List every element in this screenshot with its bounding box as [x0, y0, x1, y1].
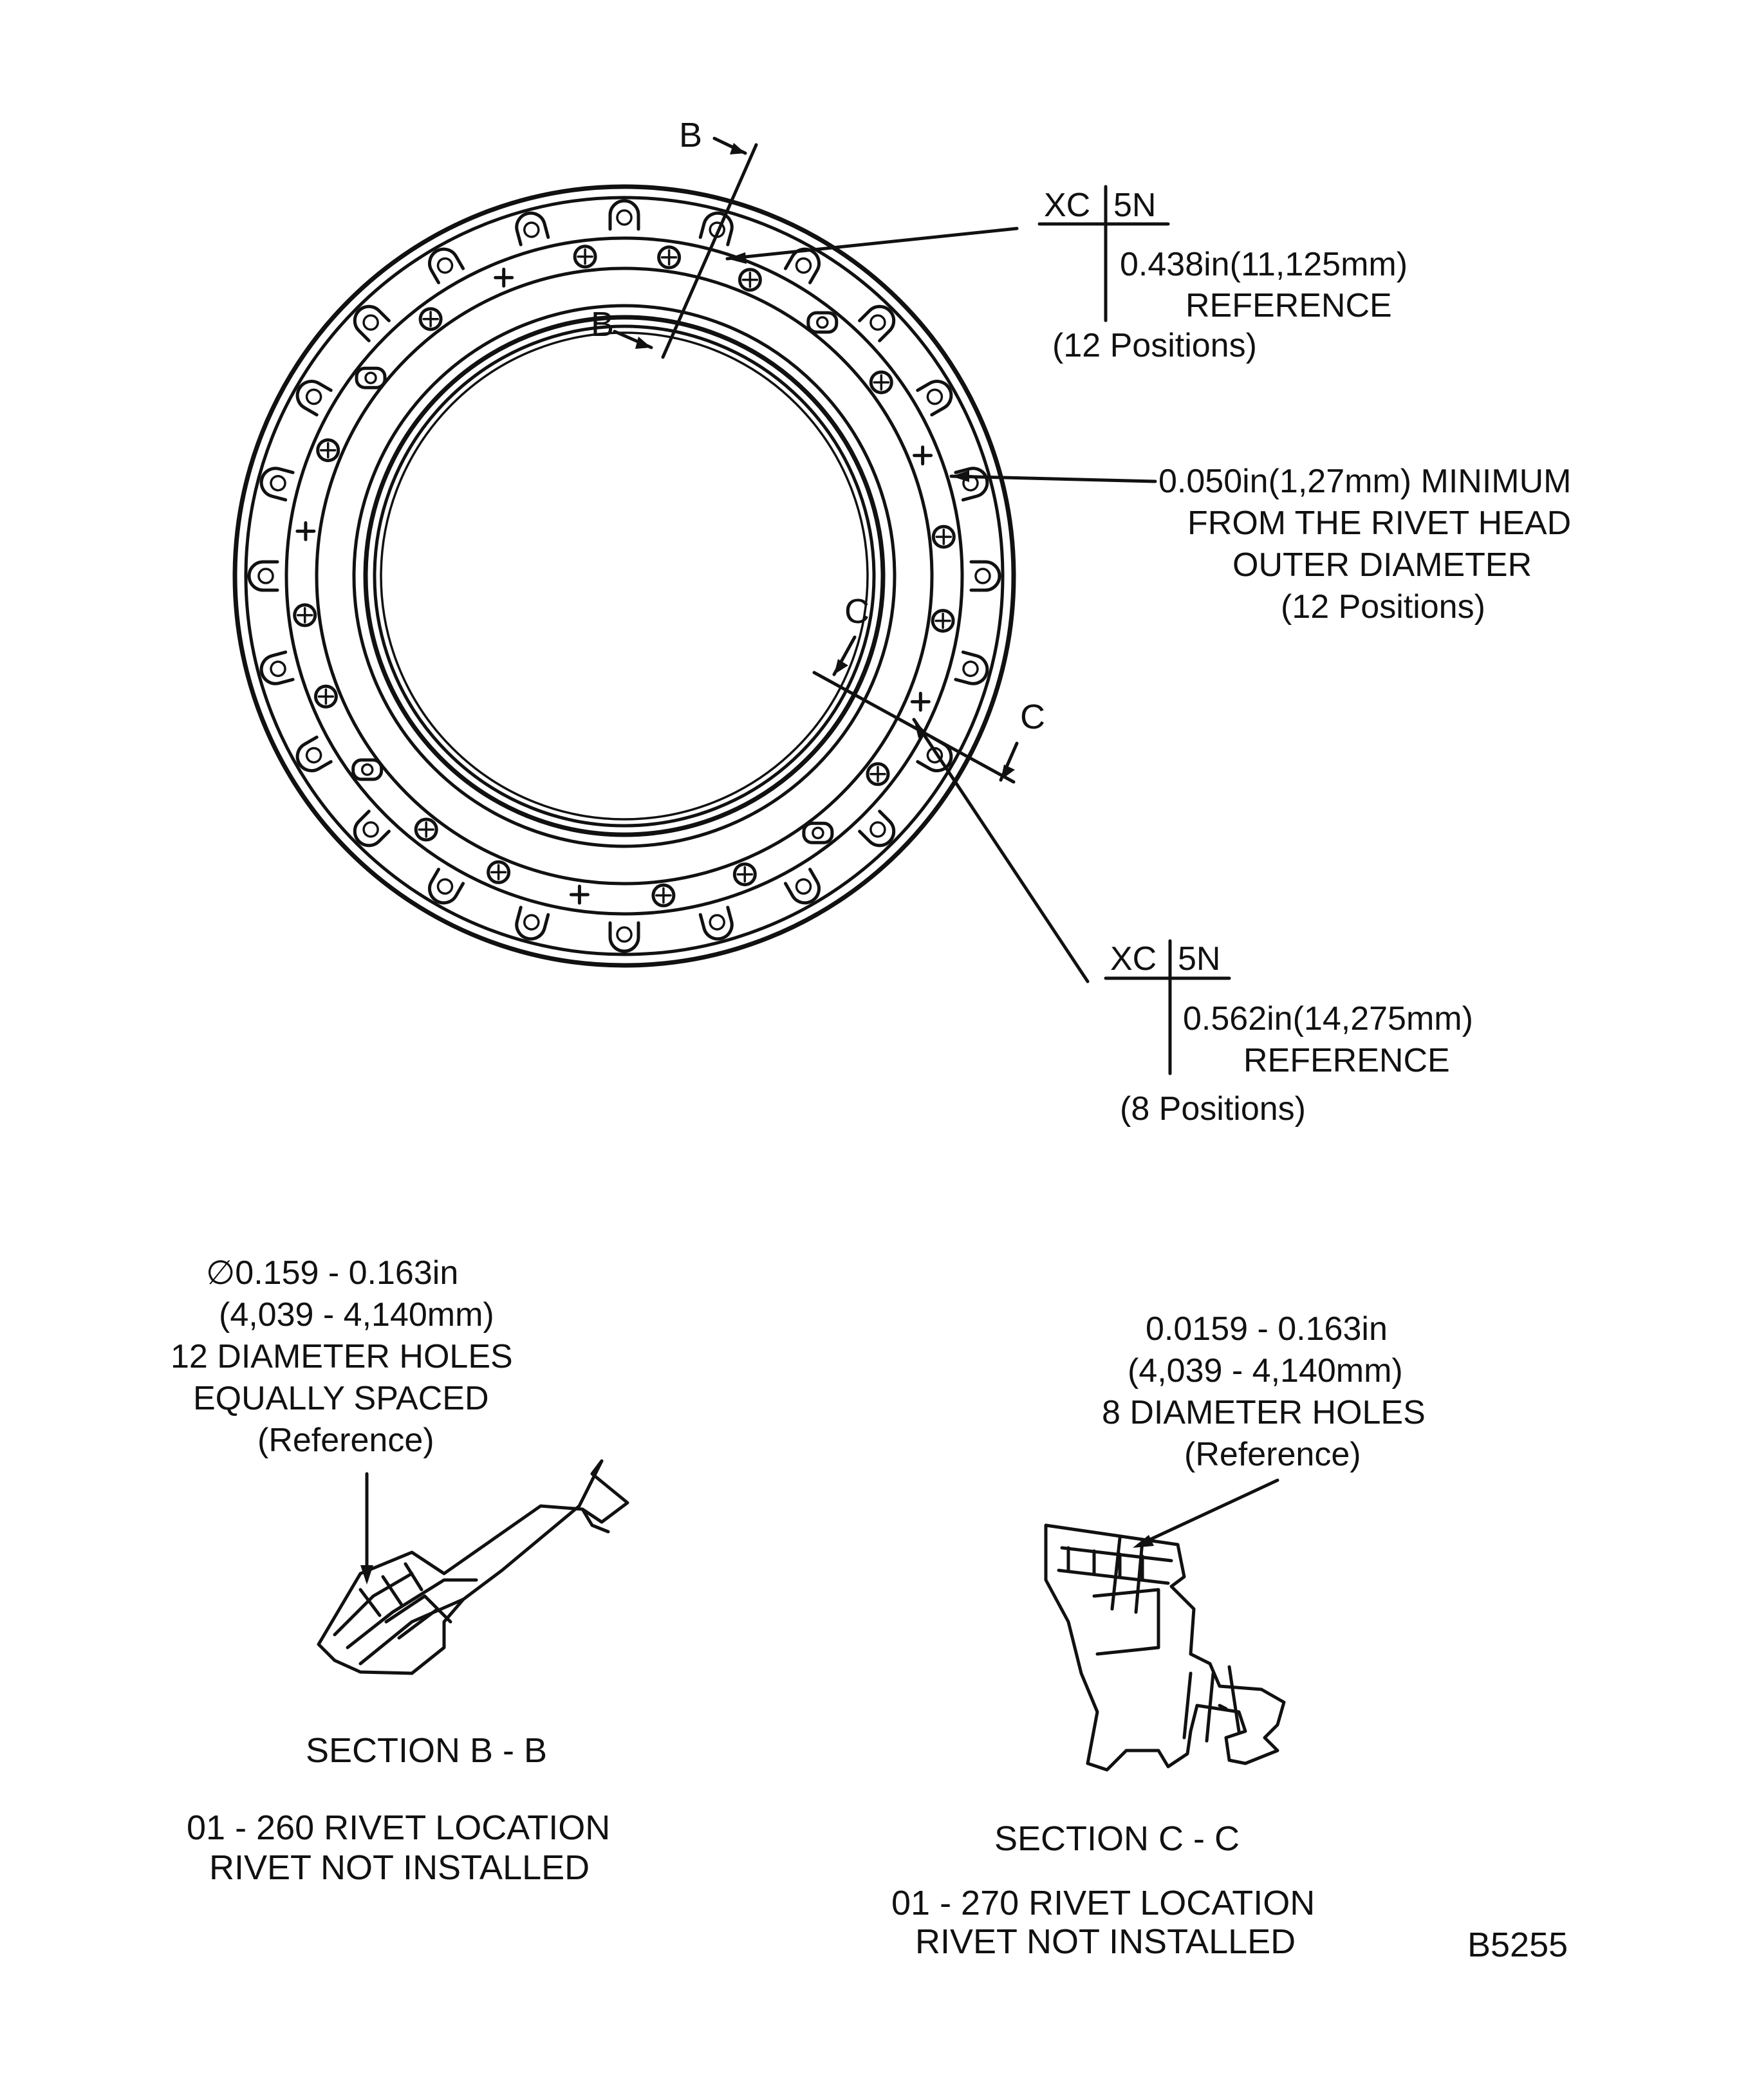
section-mark-c-right: C — [1020, 698, 1045, 736]
outer-lug — [698, 211, 734, 246]
section-b-profile — [317, 1459, 629, 1675]
outer-lug — [428, 868, 465, 905]
rivet-hole — [866, 762, 890, 786]
outer-lug — [916, 380, 953, 417]
xc8-reference-note: REFERENCE — [1243, 1042, 1450, 1079]
section-cut-c: C C — [812, 592, 1045, 784]
section-b-hole-line3: 12 DIAMETER HOLES — [171, 1338, 513, 1375]
section-b-hole-line4: EQUALLY SPACED — [193, 1380, 489, 1417]
outer-lug — [858, 304, 896, 342]
outer-lug — [969, 560, 1001, 592]
rivet-hole — [418, 307, 443, 331]
rivet-hole — [931, 525, 956, 549]
outer-lug — [954, 467, 989, 502]
xc-positions: (12 Positions) — [1052, 327, 1257, 364]
figure-id: B5255 — [1467, 1926, 1568, 1964]
section-c-caption-line2: RIVET NOT INSTALLED — [915, 1922, 1296, 1961]
section-b-b: ∅0.159 - 0.163in (4,039 - 4,140mm) 12 DI… — [171, 1254, 629, 1887]
rivet-cross — [913, 445, 933, 466]
rivet-hole — [316, 438, 340, 463]
section-c-profile — [1044, 1523, 1286, 1772]
rivet-slot — [351, 758, 384, 781]
section-c-c: 0.0159 - 0.163in (4,039 - 4,140mm) 8 DIA… — [891, 1310, 1426, 1961]
outer-lug — [515, 906, 550, 941]
callout-xc-12-positions: XC 5N 0.438in(11,125mm) REFERENCE (12 Po… — [725, 185, 1408, 364]
outer-lug — [858, 810, 896, 848]
rivet-hole — [732, 862, 757, 887]
section-b-title: SECTION B - B — [306, 1731, 547, 1770]
rivet-hole — [414, 817, 438, 842]
outer-lug — [353, 304, 391, 342]
rivet-cross — [494, 267, 514, 288]
rivet-slot — [806, 311, 839, 334]
outer-lug — [259, 650, 295, 685]
rivet-hole — [293, 603, 317, 627]
outer-lug — [608, 199, 640, 231]
ring-plan-view — [232, 184, 1016, 968]
section-cut-b: B B — [591, 116, 758, 359]
min-distance-line2: FROM THE RIVET HEAD — [1187, 505, 1571, 542]
section-b-caption-line2: RIVET NOT INSTALLED — [209, 1848, 590, 1887]
xc8-dimension: 0.562in(14,275mm) — [1183, 1000, 1473, 1037]
outer-lug — [295, 380, 333, 417]
rivet-hole — [931, 609, 955, 633]
rivet-slot — [355, 366, 387, 389]
rivet-hole — [573, 245, 597, 269]
xc8-code-left: XC — [1110, 940, 1157, 978]
outer-lug — [295, 735, 333, 772]
section-mark-c-left: C — [844, 592, 869, 631]
rivet-hole — [313, 684, 338, 709]
section-b-caption-line1: 01 - 260 RIVET LOCATION — [187, 1808, 610, 1847]
section-c-hole-line4: (Reference) — [1184, 1436, 1361, 1473]
section-mark-b-top: B — [679, 116, 702, 154]
rivet-hole — [869, 370, 893, 395]
rivet-hole — [657, 245, 682, 270]
rivet-cross — [295, 521, 316, 541]
callout-xc-8-positions: XC 5N 0.562in(14,275mm) REFERENCE (8 Pos… — [912, 718, 1473, 1128]
rivet-hole — [487, 860, 511, 884]
xc-reference-note: REFERENCE — [1185, 287, 1392, 324]
outer-lug — [783, 868, 821, 905]
rivet-slot — [802, 821, 834, 844]
rivet-hole — [738, 268, 762, 292]
xc-dimension: 0.438in(11,125mm) — [1120, 246, 1408, 283]
xc8-positions: (8 Positions) — [1120, 1090, 1306, 1128]
callout-minimum-distance: 0.050in(1,27mm) MINIMUM FROM THE RIVET H… — [949, 463, 1571, 626]
inner-rivet-holes — [293, 245, 956, 907]
rivet-cross — [569, 884, 590, 905]
outer-lug — [515, 211, 550, 246]
section-c-hole-line2: (4,039 - 4,140mm) — [1128, 1352, 1403, 1389]
section-c-hole-line3: 8 DIAMETER HOLES — [1102, 1394, 1426, 1431]
outer-lug — [247, 560, 279, 592]
outer-rivet-lugs — [247, 199, 1001, 953]
section-c-hole-line1: 0.0159 - 0.163in — [1146, 1310, 1388, 1348]
xc8-code-right: 5N — [1178, 940, 1220, 978]
section-c-title: SECTION C - C — [994, 1819, 1240, 1858]
section-b-hole-line1: ∅0.159 - 0.163in — [206, 1254, 458, 1292]
section-c-caption-line1: 01 - 270 RIVET LOCATION — [891, 1884, 1315, 1922]
min-distance-line1: 0.050in(1,27mm) MINIMUM — [1158, 463, 1571, 500]
outer-lug — [954, 650, 989, 685]
xc-code-left: XC — [1044, 187, 1090, 224]
outer-lug — [428, 247, 465, 284]
outer-lug — [353, 810, 391, 848]
outer-lug — [259, 467, 295, 502]
section-b-hole-line2: (4,039 - 4,140mm) — [219, 1296, 494, 1333]
min-distance-positions: (12 Positions) — [1281, 588, 1485, 626]
min-distance-line3: OUTER DIAMETER — [1232, 546, 1532, 584]
section-mark-b-bottom: B — [591, 305, 614, 344]
rivet-hole — [651, 883, 676, 907]
xc-code-right: 5N — [1113, 187, 1156, 224]
outer-lug — [698, 906, 734, 941]
rivet-cross — [910, 691, 931, 712]
section-b-hole-line5: (Reference) — [257, 1422, 434, 1459]
outer-lug — [608, 921, 640, 953]
